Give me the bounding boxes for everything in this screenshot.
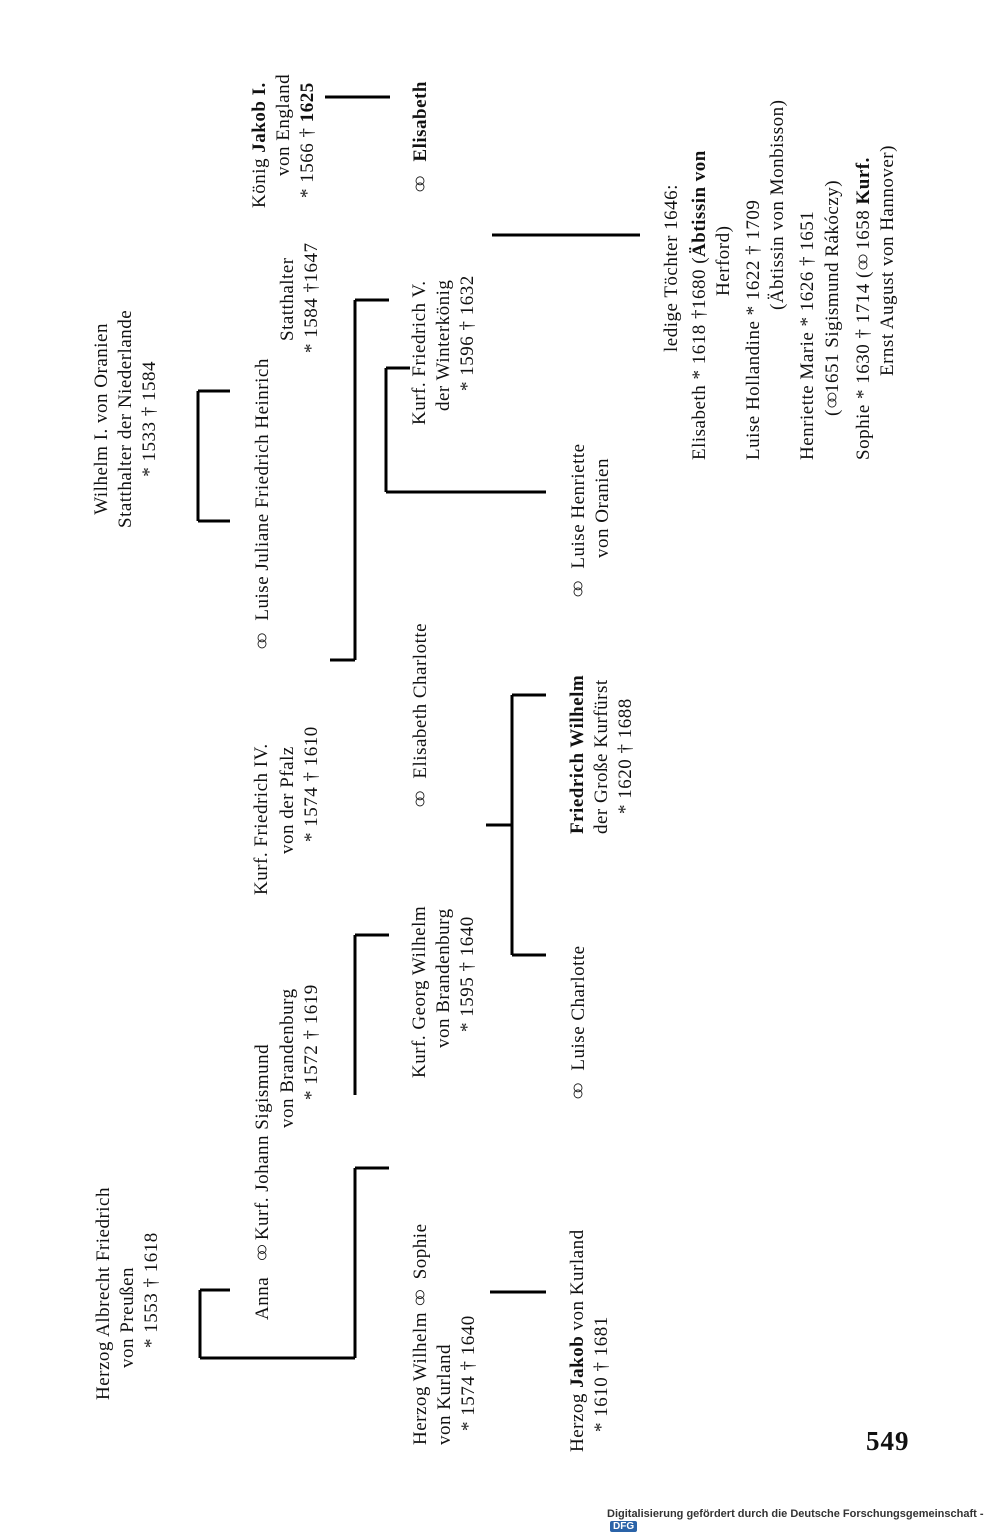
person-friedrich-v: Kurf. Friedrich V. der Winterkönig * 159… xyxy=(408,275,480,425)
person-luise-henriette: ○○ Luise Henriette von Oranien xyxy=(566,443,615,598)
dates-line: * 1620 † 1688 xyxy=(615,698,636,814)
henriette-note: (○○1651 Sigismund Rákóczy) xyxy=(821,179,843,416)
daughters-list: Elisabeth * 1618 †1680 (Äbtissin von Her… xyxy=(688,100,900,460)
person-friedrich-heinrich: Statthalter * 1584 †1647 xyxy=(276,243,324,366)
title-line: von England xyxy=(273,73,294,176)
dates-line: * 1595 † 1640 xyxy=(457,916,478,1032)
person-luise-juliane: ○○ Luise Juliane Friedrich Heinrich xyxy=(250,358,275,650)
name-line: Herzog Wilhelm ○○ Sophie xyxy=(408,1224,433,1446)
daughters-heading: ledige Töchter 1646: xyxy=(660,184,684,352)
marriage-symbol-icon: ○○ xyxy=(251,637,273,650)
title-suffix: von Kurland xyxy=(567,1229,588,1336)
luise-charlotte-name: Luise Charlotte xyxy=(568,945,589,1071)
friedrich-heinrich-name: Friedrich Heinrich xyxy=(252,358,273,509)
person-elisabeth: ○○ Elisabeth xyxy=(408,81,433,193)
person-georg-wilhelm: Kurf. Georg Wilhelm von Brandenburg * 15… xyxy=(408,906,480,1078)
name-line: Friedrich Wilhelm xyxy=(567,674,588,834)
marriage-symbol-icon: ○○ xyxy=(409,1294,431,1307)
marriage-symbol-icon: ○○ xyxy=(852,258,874,272)
bold-name: Jakob xyxy=(567,1335,588,1388)
luise-note: (Äbtissin von Monbisson) xyxy=(767,99,788,310)
person-friedrich-wilhelm: Friedrich Wilhelm der Große Kurfürst * 1… xyxy=(566,675,638,834)
name-line: Herzog Jakob von Kurland xyxy=(566,1229,590,1452)
sophie-name: Sophie xyxy=(410,1223,431,1280)
footer-text: Digitalisierung gefördert durch die Deut… xyxy=(607,1508,984,1520)
person-elisabeth-charlotte: ○○ Elisabeth Charlotte xyxy=(408,623,433,808)
person-albrecht-friedrich: Herzog Albrecht Friedrich von Preußen * … xyxy=(92,1187,164,1400)
dfg-logo: DFG xyxy=(610,1521,638,1532)
title-prefix: Herzog xyxy=(567,1387,588,1452)
title-line: von Oranien xyxy=(592,458,613,558)
title-line: der Große Kurfürst xyxy=(591,679,612,834)
anna-name: Anna xyxy=(252,1276,273,1320)
marriage-symbol-icon: ○○ xyxy=(567,1087,589,1100)
title-line: von Brandenburg xyxy=(433,908,454,1048)
person-jakob-kurland: Herzog Jakob von Kurland * 1610 † 1681 xyxy=(566,1229,614,1452)
person-luise-charlotte: ○○ Luise Charlotte xyxy=(566,945,591,1100)
daughter-sophie: Sophie * 1630 † 1714 (○○ 1658 Kurf. xyxy=(851,100,876,460)
dates-line: * 1566 † 1625 xyxy=(296,74,320,208)
dates-text: * 1566 † xyxy=(297,122,318,199)
person-wilhelm-kurland: Herzog Wilhelm ○○ Sophie von Kurland * 1… xyxy=(408,1224,481,1446)
dates-line: * 1596 † 1632 xyxy=(457,275,478,391)
name-line: Kurf. Georg Wilhelm xyxy=(409,905,430,1078)
bold-name: Jakob I. xyxy=(249,82,270,153)
elisabeth-place: Herford) xyxy=(713,225,734,296)
henriette-marriage: 1651 Sigismund Rákóczy) xyxy=(822,179,843,393)
dates-line: * 1574 † 1610 xyxy=(301,726,322,842)
title-line: von Kurland xyxy=(434,1343,455,1445)
title-line: von der Pfalz xyxy=(277,746,298,854)
person-johann-sigismund: von Brandenburg * 1572 † 1619 xyxy=(276,984,324,1140)
title-line: der Winterkönig xyxy=(433,279,454,411)
title-line: Statthalter der Niederlande xyxy=(115,309,136,528)
dates-line: * 1610 † 1681 xyxy=(591,1316,612,1432)
name-line: Kurf. Friedrich IV. xyxy=(251,743,272,895)
wilhelm-name: Herzog Wilhelm xyxy=(410,1311,431,1445)
marriage-symbol-icon: ○○ xyxy=(821,397,843,410)
dates-line: * 1533 † 1584 xyxy=(139,361,160,477)
person-friedrich-iv: Kurf. Friedrich IV. xyxy=(250,743,274,895)
sophie-year: 1658 xyxy=(853,204,874,255)
name-line: Wilhelm I. von Oranien xyxy=(91,323,112,515)
marriage-symbol-icon: ○○ xyxy=(409,795,431,808)
johann-sigismund-name: Kurf. Johann Sigismund xyxy=(252,1043,273,1241)
dates-line: * 1584 †1647 xyxy=(301,242,322,354)
death-year: 1625 xyxy=(297,82,318,123)
sophie-spouse: Ernst August von Hannover) xyxy=(877,145,898,376)
title-line: Statthalter xyxy=(277,257,298,341)
daughter-elisabeth: Elisabeth * 1618 †1680 (Äbtissin von xyxy=(688,100,712,460)
name-line: König Jakob I. xyxy=(248,74,272,208)
sophie-dates: Sophie * 1630 † 1714 ( xyxy=(853,271,874,460)
elisabeth-charlotte-name: Elisabeth Charlotte xyxy=(410,622,431,779)
title-line: von Preußen xyxy=(117,1266,138,1368)
dates-line: * 1553 † 1618 xyxy=(141,1232,162,1348)
title-prefix: König xyxy=(249,152,270,208)
luise-henriette-name: Luise Henriette xyxy=(568,443,589,569)
heading-text: ledige Töchter 1646: xyxy=(661,184,682,352)
elisabeth-name: Elisabeth xyxy=(410,81,431,162)
footer-credit: Digitalisierung gefördert durch die Deut… xyxy=(607,1508,1000,1532)
person-jakob-i: König Jakob I. von England * 1566 † 1625 xyxy=(248,74,320,208)
luise-juliane-name: Luise Juliane xyxy=(252,513,273,621)
elisabeth-dates: Elisabeth * 1618 †1680 ( xyxy=(689,256,710,460)
marriage-symbol-icon: ○○ xyxy=(409,180,431,193)
page-number: 549 xyxy=(866,1426,910,1456)
name-line: Herzog Albrecht Friedrich xyxy=(93,1187,114,1400)
person-anna: Anna ○○ Kurf. Johann Sigismund xyxy=(250,1044,275,1320)
dates-line: * 1572 † 1619 xyxy=(301,984,322,1100)
dates-line: * 1574 † 1640 xyxy=(458,1315,479,1431)
daughter-luise-hollandine: Luise Hollandine * 1622 † 1709 xyxy=(743,199,764,460)
elisabeth-title: Äbtissin von xyxy=(689,150,710,257)
sophie-title: Kurf. xyxy=(853,157,874,205)
marriage-symbol-icon: ○○ xyxy=(251,1249,273,1262)
title-line: von Brandenburg xyxy=(277,988,298,1128)
person-wilhelm-oranien: Wilhelm I. von Oranien Statthalter der N… xyxy=(90,310,162,528)
daughter-henriette-marie: Henriette Marie * 1626 † 1651 xyxy=(797,210,818,460)
person-friedrich-iv-details: von der Pfalz * 1574 † 1610 xyxy=(276,726,324,860)
name-line: Kurf. Friedrich V. xyxy=(409,280,430,425)
marriage-symbol-icon: ○○ xyxy=(567,585,589,598)
